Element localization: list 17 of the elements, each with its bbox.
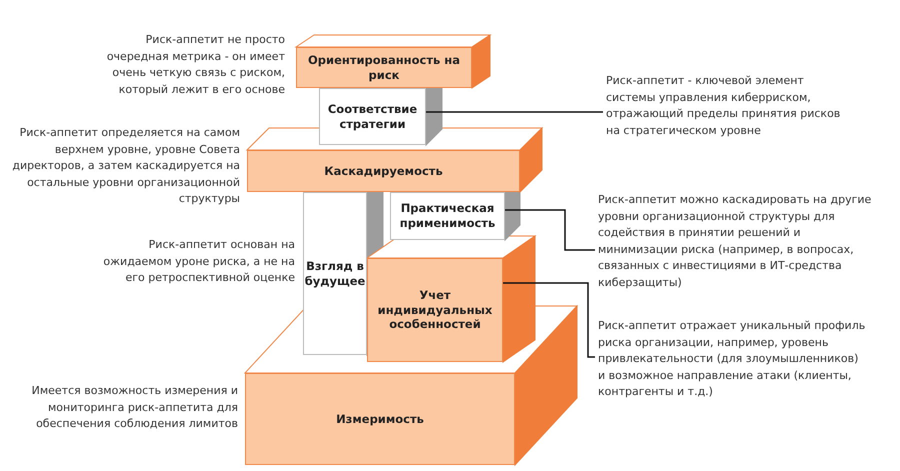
block: Соответствие стратегии bbox=[319, 88, 426, 145]
block: Учет индивидуальных особенностей bbox=[367, 258, 503, 362]
annotation-text: Риск-аппетит основан на ожидаемом уроне риска, а не на его ретроспективной оценке bbox=[102, 237, 295, 286]
annotation-text: Риск-аппетит можно каскадировать на другие уровни организационной структуры для содействия в принятии решений и минимизации риска (например, в вопросах, связанных с инвестициями в ИТ-средства киберзащиты) bbox=[598, 192, 878, 291]
leader-line bbox=[503, 282, 595, 358]
annotation-text: Риск-аппетит отражает уникальный профиль риска организации, например, уровень привлекательности (для злоумышленников) и возможное направление атаки (клиенты, контрагенты и т.д.) bbox=[598, 318, 868, 400]
block: Практическая применимость bbox=[390, 192, 505, 240]
leader-line bbox=[505, 209, 595, 251]
block: Взгляд в будущее bbox=[303, 192, 367, 355]
leader-line bbox=[426, 111, 603, 113]
block: Ориентированность на риск bbox=[296, 47, 472, 88]
annotation-text: Имеется возможность измерения и мониторинга риск-аппетита для обеспечения соблюдения лимитов bbox=[30, 383, 238, 432]
annotation-text: Риск-аппетит не просто очередная метрика - он имеет очень четкую связь с риском, который лежит в его основе bbox=[106, 32, 285, 98]
annotation-text: Риск-аппетит определяется на самом верхнем уровне, уровне Совета директоров, а затем каскадируется на остальные уровни организационной структуры bbox=[11, 125, 240, 207]
block: Измеримость bbox=[245, 373, 515, 465]
block: Каскадируемость bbox=[247, 150, 520, 192]
annotation-text: Риск-аппетит - ключевой элемент системы управления киберриском, отражающий пределы принятия рисков на стратегическом уровне bbox=[606, 73, 841, 139]
